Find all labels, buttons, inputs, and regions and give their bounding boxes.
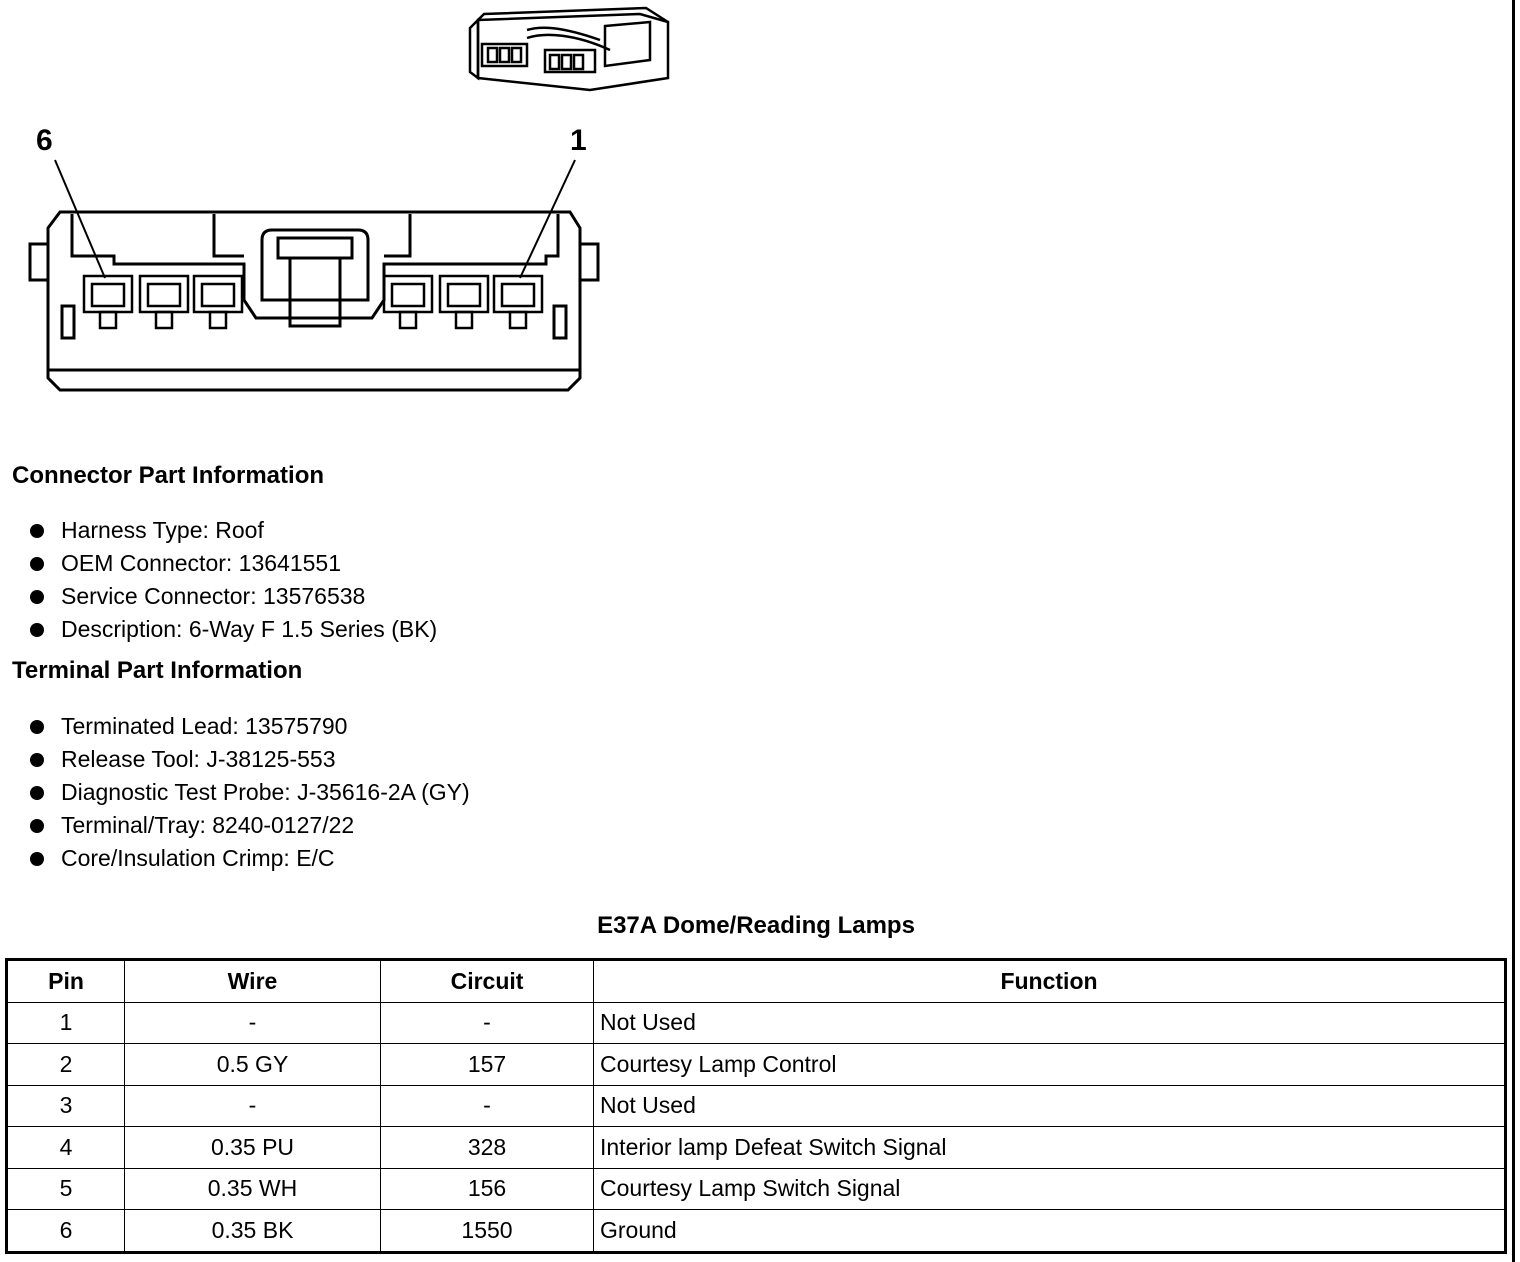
cell-circuit: 328 xyxy=(380,1126,594,1169)
table-row: 6 0.35 BK 1550 Ground xyxy=(6,1209,1506,1253)
bullet-icon xyxy=(30,785,44,800)
pin-label-1: 1 xyxy=(570,124,587,157)
list-item: Terminal/Tray: 8240-0127/22 xyxy=(30,809,470,842)
terminal-cavity-6 xyxy=(82,274,134,330)
connector-diagram: 6 1 xyxy=(28,6,670,392)
bullet-icon xyxy=(30,622,44,637)
cell-function: Interior lamp Defeat Switch Signal xyxy=(593,1126,1506,1169)
cell-function: Not Used xyxy=(593,1001,1506,1044)
cell-pin: 2 xyxy=(6,1043,125,1086)
list-item: Release Tool: J-38125-553 xyxy=(30,743,470,776)
cell-wire: - xyxy=(124,1001,381,1044)
cell-wire: 0.35 PU xyxy=(124,1126,381,1169)
bullet-icon xyxy=(30,752,44,767)
terminal-cavity-3 xyxy=(382,274,434,330)
table-row: 2 0.5 GY 157 Courtesy Lamp Control xyxy=(6,1043,1506,1086)
cell-wire: 0.35 BK xyxy=(124,1209,381,1253)
cell-wire: 0.35 WH xyxy=(124,1167,381,1210)
page-right-border xyxy=(1512,0,1515,1262)
table-row: 1 - - Not Used xyxy=(6,1001,1506,1044)
cell-circuit: 156 xyxy=(380,1167,594,1210)
list-item: Description: 6-Way F 1.5 Series (BK) xyxy=(30,613,437,646)
cell-circuit: - xyxy=(380,1001,594,1044)
cell-pin: 6 xyxy=(6,1209,125,1253)
column-header-function: Function xyxy=(593,959,1506,1003)
cell-circuit: 1550 xyxy=(380,1209,594,1253)
terminal-info-list: Terminated Lead: 13575790 Release Tool: … xyxy=(30,710,470,875)
column-header-pin: Pin xyxy=(6,959,125,1003)
list-item: Diagnostic Test Probe: J-35616-2A (GY) xyxy=(30,776,470,809)
bullet-icon xyxy=(30,851,44,866)
terminal-cavity-2 xyxy=(438,274,490,330)
pinout-table: Pin Wire Circuit Function 1 - - Not Used… xyxy=(5,958,1507,1254)
cell-wire: 0.5 GY xyxy=(124,1043,381,1086)
cell-circuit: 157 xyxy=(380,1043,594,1086)
bullet-icon xyxy=(30,523,44,538)
bullet-icon xyxy=(30,556,44,571)
table-row: 4 0.35 PU 328 Interior lamp Defeat Switc… xyxy=(6,1126,1506,1169)
cell-pin: 1 xyxy=(6,1001,125,1044)
table-row: 5 0.35 WH 156 Courtesy Lamp Switch Signa… xyxy=(6,1167,1506,1210)
cell-pin: 3 xyxy=(6,1084,125,1127)
table-header-row: Pin Wire Circuit Function xyxy=(6,959,1506,1003)
bullet-icon xyxy=(30,818,44,833)
cell-pin: 4 xyxy=(6,1126,125,1169)
cell-function: Courtesy Lamp Switch Signal xyxy=(593,1167,1506,1210)
table-row: 3 - - Not Used xyxy=(6,1084,1506,1127)
connector-info-title: Connector Part Information xyxy=(12,462,325,489)
terminal-cavity-1 xyxy=(492,274,544,330)
cell-circuit: - xyxy=(380,1084,594,1127)
list-item: Core/Insulation Crimp: E/C xyxy=(30,842,470,875)
connector-info-list: Harness Type: Roof OEM Connector: 136415… xyxy=(30,514,437,646)
cell-function: Courtesy Lamp Control xyxy=(593,1043,1506,1086)
table-title: E37A Dome/Reading Lamps xyxy=(597,912,915,939)
connector-face-view xyxy=(28,159,600,392)
bullet-icon xyxy=(30,589,44,604)
cell-pin: 5 xyxy=(6,1167,125,1210)
cell-function: Not Used xyxy=(593,1084,1506,1127)
column-header-wire: Wire xyxy=(124,959,381,1003)
connector-isometric-view xyxy=(468,6,670,92)
bullet-icon xyxy=(30,719,44,734)
pin-label-6: 6 xyxy=(36,124,53,157)
list-item: Service Connector: 13576538 xyxy=(30,580,437,613)
column-header-circuit: Circuit xyxy=(380,959,594,1003)
terminal-cavities xyxy=(82,274,544,330)
terminal-cavity-5 xyxy=(138,274,190,330)
cell-wire: - xyxy=(124,1084,381,1127)
list-item: Harness Type: Roof xyxy=(30,514,437,547)
cell-function: Ground xyxy=(593,1209,1506,1253)
terminal-info-title: Terminal Part Information xyxy=(12,657,303,684)
list-item: OEM Connector: 13641551 xyxy=(30,547,437,580)
terminal-cavity-4 xyxy=(192,274,244,330)
list-item: Terminated Lead: 13575790 xyxy=(30,710,470,743)
